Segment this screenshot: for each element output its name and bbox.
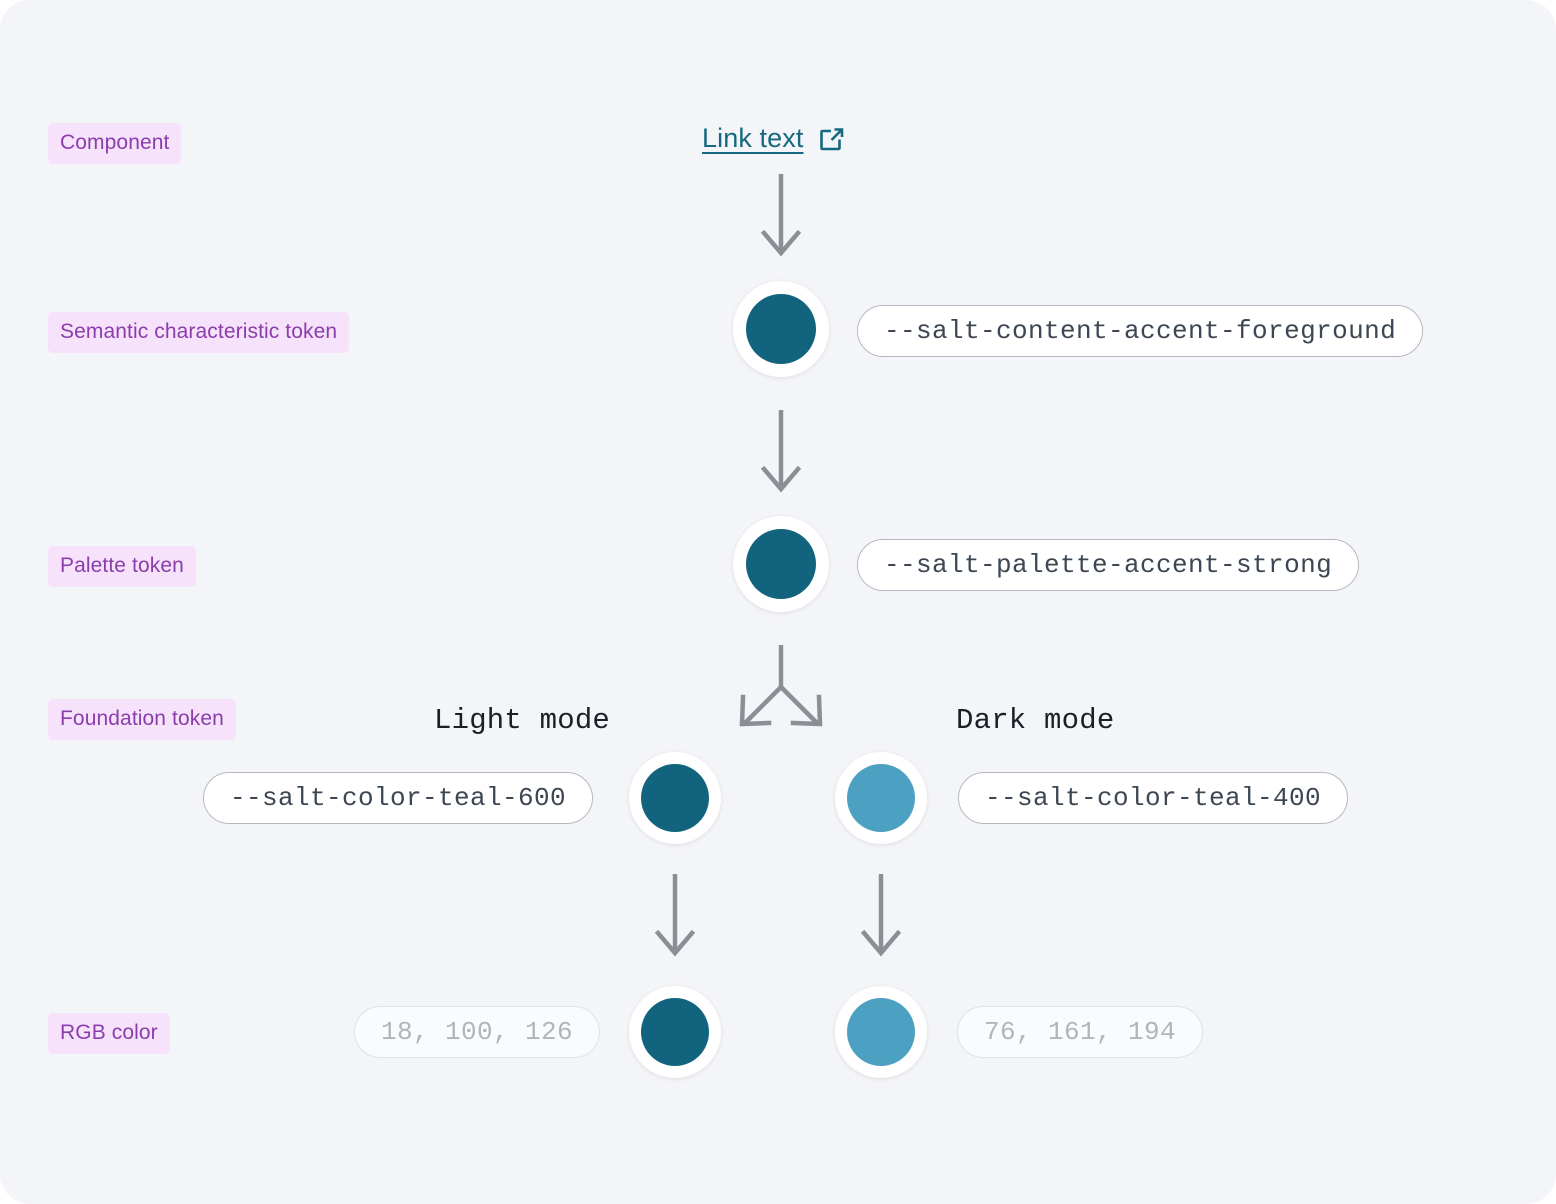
row-label-component: Component xyxy=(48,123,182,164)
swatch-fill-rgb-dark xyxy=(847,998,915,1066)
swatch-fill-palette xyxy=(746,529,816,599)
pill-rgb-dark: 76, 161, 194 xyxy=(957,1006,1204,1058)
light-mode-label: Light mode xyxy=(434,704,611,737)
pill-palette-token: --salt-palette-accent-strong xyxy=(857,539,1360,591)
swatch-foundation-light xyxy=(629,752,721,844)
swatch-fill-semantic xyxy=(746,294,816,364)
row-label-semantic-characteristic-token: Semantic characteristic token xyxy=(48,312,350,353)
swatch-rgb-dark xyxy=(835,986,927,1078)
external-link-icon xyxy=(817,125,845,153)
row-label-foundation-token: Foundation token xyxy=(48,699,236,740)
swatch-semantic-token xyxy=(733,281,829,377)
arrow-palette-to-dark xyxy=(779,685,819,725)
arrow-palette-to-light xyxy=(743,685,783,725)
swatch-rgb-light xyxy=(629,986,721,1078)
swatch-fill-rgb-light xyxy=(641,998,709,1066)
swatch-fill-foundation-light xyxy=(641,764,709,832)
pill-rgb-light: 18, 100, 126 xyxy=(354,1006,601,1058)
link-component[interactable]: Link text xyxy=(702,123,845,154)
row-label-palette-token: Palette token xyxy=(48,546,196,587)
pill-foundation-token-light: --salt-color-teal-600 xyxy=(203,772,594,824)
swatch-fill-foundation-dark xyxy=(847,764,915,832)
swatch-foundation-dark xyxy=(835,752,927,844)
dark-mode-label: Dark mode xyxy=(956,704,1115,737)
pill-semantic-token: --salt-content-accent-foreground xyxy=(857,305,1424,357)
link-text-label[interactable]: Link text xyxy=(702,123,804,153)
pill-foundation-token-dark: --salt-color-teal-400 xyxy=(958,772,1349,824)
row-label-rgb-color: RGB color xyxy=(48,1013,170,1054)
swatch-palette-token xyxy=(733,516,829,612)
